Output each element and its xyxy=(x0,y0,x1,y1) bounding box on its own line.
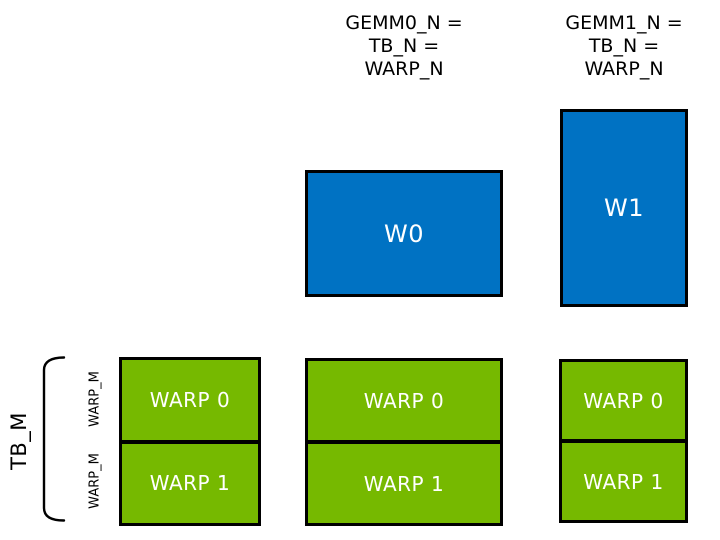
warp-cell: WARP 1 xyxy=(122,443,258,523)
gemm1-header-line1: GEMM1_N = xyxy=(565,12,683,34)
warp-m-label-0: WARP_M xyxy=(87,371,103,427)
warp-column-2: WARP 0 WARP 1 xyxy=(305,358,503,526)
tb-m-label: TB_M xyxy=(7,412,31,470)
warp-m-label-1: WARP_M xyxy=(87,453,103,509)
warp-column-1: WARP 0 WARP 1 xyxy=(119,357,261,526)
warp-cell: WARP 1 xyxy=(308,444,500,523)
warp-cell: WARP 1 xyxy=(562,443,685,520)
gemm0-header-line2: TB_N = xyxy=(368,35,440,57)
gemm1-header: GEMM1_N = TB_N = WARP_N xyxy=(514,12,720,81)
warp-cell: WARP 0 xyxy=(122,360,258,444)
warp-column-3: WARP 0 WARP 1 xyxy=(559,359,688,523)
warp-tile-w0: W0 xyxy=(305,170,503,297)
warp-tile-w0-label: W0 xyxy=(384,219,424,248)
gemm0-header: GEMM0_N = TB_N = WARP_N xyxy=(294,12,514,81)
warp-cell: WARP 0 xyxy=(562,362,685,443)
gemm0-header-line3: WARP_N xyxy=(364,58,444,80)
gemm0-header-line1: GEMM0_N = xyxy=(345,12,463,34)
gemm1-header-line3: WARP_N xyxy=(584,58,664,80)
gemm1-header-line2: TB_N = xyxy=(588,35,660,57)
warp-cell: WARP 0 xyxy=(308,361,500,444)
tb-m-bracket xyxy=(42,356,66,522)
warp-tile-w1: W1 xyxy=(560,109,688,307)
warp-tile-w1-label: W1 xyxy=(604,194,644,222)
